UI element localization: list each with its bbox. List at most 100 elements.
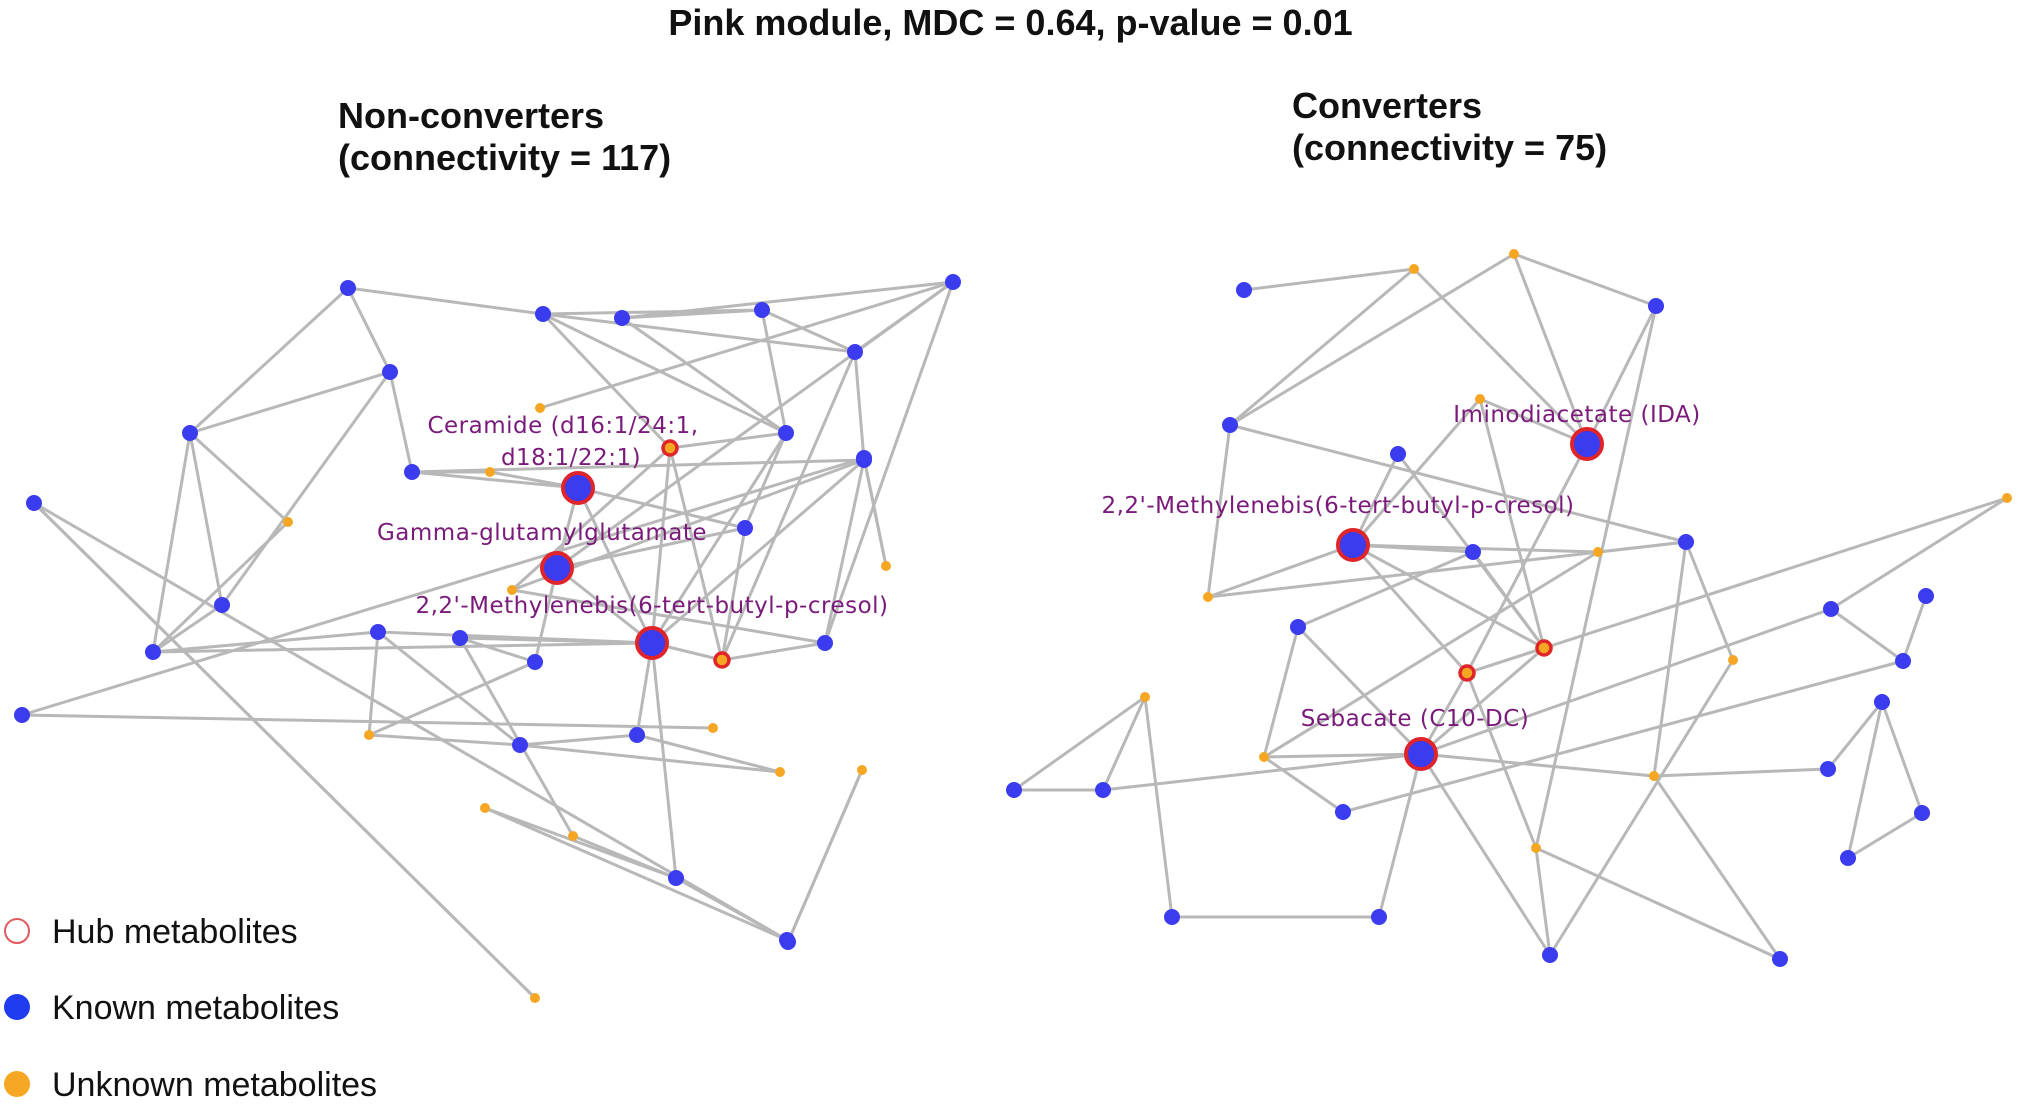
known-metabolite-node bbox=[182, 425, 198, 441]
known-metabolite-node bbox=[145, 644, 161, 660]
unknown-metabolite-node bbox=[507, 585, 517, 595]
network-edge bbox=[786, 768, 864, 944]
network-edge bbox=[862, 456, 888, 568]
converters-title: Converters (connectivity = 75) bbox=[1292, 85, 1607, 169]
unknown-metabolite-node bbox=[568, 831, 578, 841]
network-edge bbox=[1652, 540, 1688, 778]
network-edge bbox=[1478, 397, 1589, 446]
network-edge bbox=[635, 733, 782, 774]
unknown-metabolite-node bbox=[364, 730, 374, 740]
known-metabolite-node bbox=[340, 280, 356, 296]
network-edge bbox=[1548, 658, 1735, 957]
known-metabolite-node bbox=[614, 310, 630, 326]
network-edge bbox=[743, 431, 788, 530]
network-edge bbox=[188, 431, 290, 524]
network-edge bbox=[1534, 846, 1552, 957]
panel-title-line: Converters bbox=[1292, 85, 1483, 126]
network-edge bbox=[20, 713, 715, 730]
hub-known-metabolite-node bbox=[1336, 528, 1370, 562]
network-edge bbox=[483, 806, 678, 880]
unknown-metabolite-node bbox=[2002, 493, 2012, 503]
known-metabolite-node bbox=[817, 635, 833, 651]
metabolite-label: Ceramide (d16:1/24:1, bbox=[427, 413, 698, 439]
known-metabolite-node bbox=[1678, 534, 1694, 550]
network-edge bbox=[541, 312, 857, 354]
network-edge bbox=[388, 370, 414, 474]
network-edge bbox=[650, 431, 788, 645]
known-metabolite-node bbox=[1095, 782, 1111, 798]
network-edge bbox=[555, 280, 955, 570]
known-metabolite-node bbox=[1648, 298, 1664, 314]
network-edge bbox=[510, 446, 672, 592]
known-metabolite-node bbox=[778, 425, 794, 441]
known-metabolite-node bbox=[1006, 782, 1022, 798]
unknown-metabolite-node bbox=[1649, 771, 1659, 781]
network-edge bbox=[458, 636, 575, 838]
network-edge bbox=[1829, 607, 1905, 663]
legend-item-unknown: Unknown metabolites bbox=[0, 1065, 420, 1105]
known-metabolite-node bbox=[527, 654, 543, 670]
known-metabolite-node bbox=[1914, 805, 1930, 821]
hub-unknown-metabolite-node bbox=[713, 651, 731, 669]
known-metabolite-node bbox=[847, 344, 863, 360]
network-edge bbox=[1262, 752, 1423, 759]
node-layer bbox=[14, 274, 961, 1003]
known-metabolite-node bbox=[780, 934, 796, 950]
legend-label: Known metabolites bbox=[52, 989, 340, 1027]
network-edge bbox=[518, 743, 782, 774]
network-edge bbox=[1296, 550, 1475, 629]
network-edge bbox=[32, 501, 537, 1000]
converters-network: Iminodiacetate (IDA)2,2'-Methylenebis(6-… bbox=[1006, 249, 2012, 967]
metabolite-label: 2,2'-Methylenebis(6-tert-butyl-p-cresol) bbox=[1101, 493, 1574, 519]
network-edge bbox=[1465, 442, 1589, 675]
network-edge bbox=[760, 308, 788, 435]
unknown-metabolite-node bbox=[775, 767, 785, 777]
unknown-metabolite-node bbox=[480, 803, 490, 813]
network-edge bbox=[20, 456, 866, 717]
edge-layer bbox=[20, 280, 955, 1000]
known-metabolite-node bbox=[1164, 909, 1180, 925]
known-metabolite-node bbox=[1823, 601, 1839, 617]
network-edge bbox=[720, 526, 747, 662]
network-edge bbox=[1296, 625, 1423, 756]
unknown-marker-icon bbox=[4, 1071, 30, 1097]
unknown-metabolite-node bbox=[485, 467, 495, 477]
network-edge bbox=[1228, 252, 1516, 427]
network-edge bbox=[853, 350, 866, 462]
network-edge bbox=[220, 370, 392, 607]
hub-unknown-metabolite-node bbox=[1458, 664, 1476, 682]
legend-label: Unknown metabolites bbox=[52, 1066, 378, 1104]
non-converters-title: Non-converters (connectivity = 117) bbox=[338, 95, 671, 179]
known-metabolite-node bbox=[754, 302, 770, 318]
known-marker-icon bbox=[4, 994, 30, 1020]
unknown-metabolite-node bbox=[1728, 655, 1738, 665]
network-edge bbox=[1512, 252, 1589, 446]
known-metabolite-node bbox=[1918, 588, 1934, 604]
network-edge bbox=[1101, 695, 1147, 792]
network-edge bbox=[346, 286, 392, 374]
network-edge bbox=[1242, 267, 1416, 292]
known-metabolite-node bbox=[214, 597, 230, 613]
label-layer: Ceramide (d16:1/24:1,d18:1/22:1)Gamma-gl… bbox=[377, 413, 888, 619]
metabolite-label: 2,2'-Methylenebis(6-tert-butyl-p-cresol) bbox=[415, 593, 888, 619]
network-edge bbox=[1596, 540, 1688, 554]
known-metabolite-node bbox=[1290, 619, 1306, 635]
network-edge bbox=[1829, 496, 2009, 611]
unknown-metabolite-node bbox=[1593, 547, 1603, 557]
unknown-metabolite-node bbox=[1475, 394, 1485, 404]
network-edge bbox=[1478, 397, 1546, 650]
unknown-metabolite-node bbox=[1509, 249, 1519, 259]
network-edge bbox=[1534, 304, 1658, 850]
hub-known-metabolite-node bbox=[1404, 737, 1438, 771]
network-edge bbox=[483, 806, 789, 942]
edge-layer bbox=[1012, 252, 2009, 961]
legend-label: Hub metabolites bbox=[52, 913, 298, 951]
network-edge bbox=[1262, 625, 1300, 759]
network-edge bbox=[823, 280, 955, 645]
known-metabolite-node bbox=[1772, 951, 1788, 967]
known-metabolite-node bbox=[1895, 653, 1911, 669]
network-edge bbox=[376, 630, 654, 645]
network-edge bbox=[1684, 540, 1735, 662]
known-metabolite-node bbox=[737, 520, 753, 536]
known-metabolite-node bbox=[1465, 544, 1481, 560]
